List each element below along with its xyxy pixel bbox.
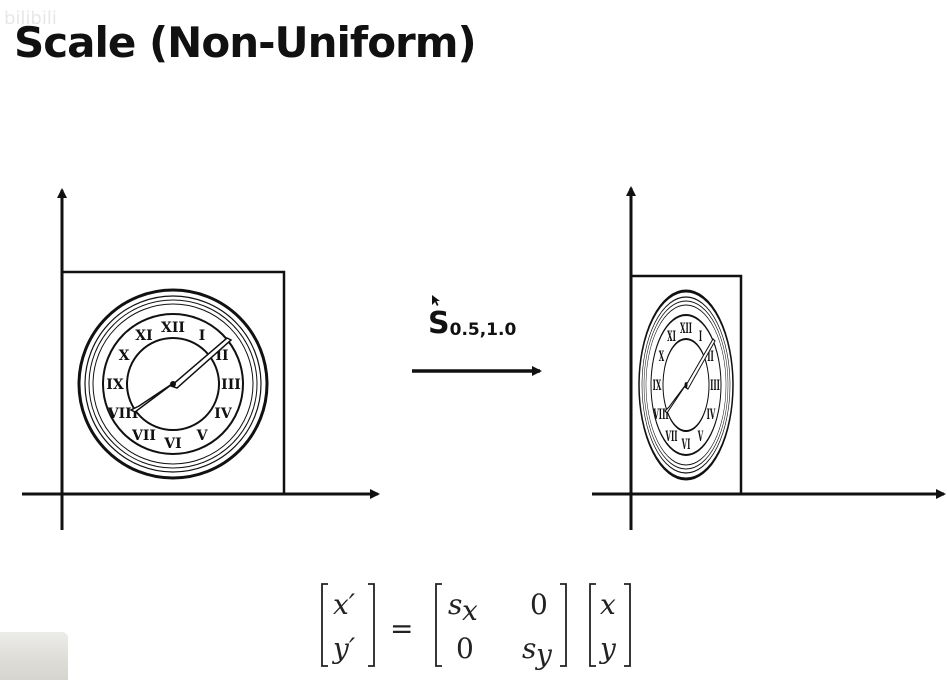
matrix-top-right-zero: 0 (530, 588, 548, 621)
right-image-frame (629, 274, 743, 496)
left-clock-image (77, 288, 269, 480)
matrix-sx: s (448, 588, 462, 621)
scale-subscript: 0.5,1.0 (449, 320, 517, 340)
right-clock-image (637, 289, 735, 481)
lhs-x-prime: x′ (333, 588, 356, 621)
watermark-text: bilibili (4, 8, 57, 29)
left-image-frame (60, 270, 286, 496)
video-corner-overlay (0, 632, 68, 680)
original-plot (22, 188, 380, 530)
scaled-plot (592, 186, 946, 530)
rhs-y: y (598, 632, 617, 665)
equals-sign: = (390, 612, 413, 645)
scale-matrix-equation: x′ y′ = s x 0 0 s y x y (321, 583, 631, 671)
matrix-bottom-left-zero: 0 (456, 632, 474, 665)
rhs-x: x (600, 588, 616, 621)
scale-operator-label: S0.5,1.0 (428, 306, 516, 341)
matrix-sy-subscript: y (534, 638, 553, 671)
matrix-sy: s (522, 632, 536, 665)
slide-title: Scale (Non-Uniform) (14, 18, 477, 67)
watermark-logo: bilibili (4, 2, 124, 36)
lhs-y-prime: y′ (331, 632, 356, 665)
scale-symbol: S (428, 306, 450, 341)
matrix-sx-subscript: x (462, 594, 478, 627)
cursor-icon (432, 295, 440, 306)
